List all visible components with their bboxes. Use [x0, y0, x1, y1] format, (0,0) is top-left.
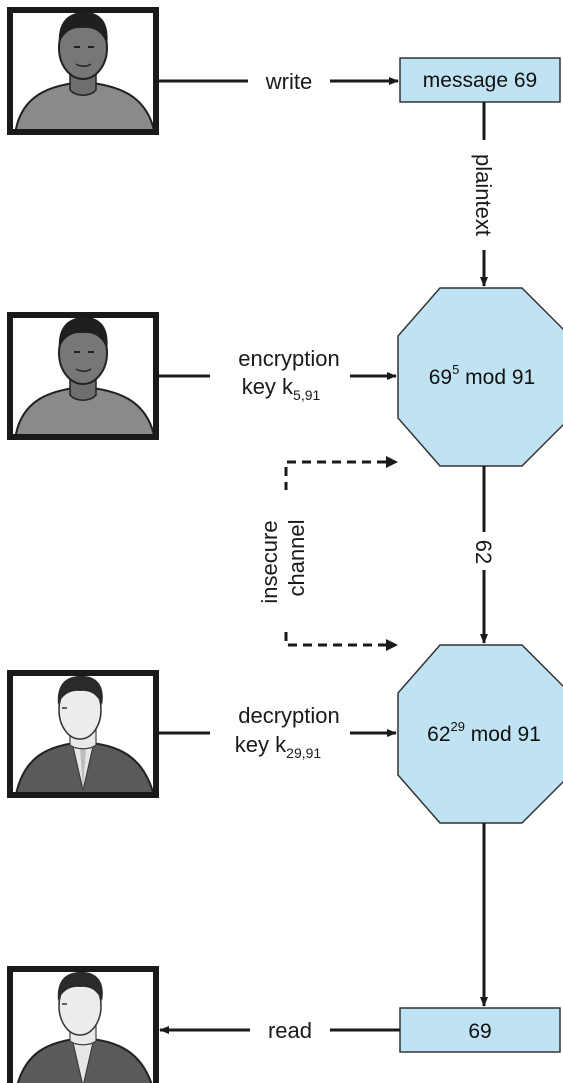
decryption-key-line1: decryption — [238, 703, 340, 728]
reader-person-icon — [7, 966, 159, 1083]
decrypt-exponent: 29 — [451, 719, 465, 734]
decryption-key-edge: decryption key k29,91 — [156, 703, 397, 761]
decrypt-node: 6229 mod 91 — [397, 644, 563, 824]
encryption-key-line1: encryption — [238, 346, 340, 371]
decryption-key-prefix: key k — [235, 732, 287, 757]
decrypt-mod: mod 91 — [465, 723, 541, 746]
read-edge: read — [159, 1018, 400, 1043]
message-label: message 69 — [423, 69, 537, 92]
read-label: read — [268, 1018, 312, 1043]
message-node: message 69 — [399, 57, 561, 103]
write-label: write — [265, 69, 312, 94]
write-edge: write — [156, 69, 399, 94]
ciphertext-edge: 62 — [471, 466, 496, 644]
decrypt-base: 62 — [427, 723, 450, 746]
decryption-key-line2: key k29,91 — [235, 732, 322, 761]
sender-person-icon — [7, 7, 159, 135]
decryption-key-sub: 29,91 — [286, 745, 321, 761]
encrypt-base: 69 — [429, 366, 452, 389]
result-node: 69 — [399, 1007, 561, 1053]
result-label: 69 — [468, 1020, 491, 1043]
channel-label: channel — [284, 519, 309, 596]
encrypt-exponent: 5 — [452, 362, 459, 377]
encryption-key-sub: 5,91 — [293, 387, 320, 403]
encryptor-person-icon — [7, 312, 159, 440]
encryption-key-prefix: key k — [242, 374, 294, 399]
encrypt-mod: mod 91 — [459, 366, 535, 389]
encryption-key-line2: key k5,91 — [242, 374, 321, 403]
decryptor-person-icon — [7, 670, 159, 798]
encrypt-formula: 695 mod 91 — [429, 362, 535, 389]
plaintext-label: plaintext — [471, 154, 496, 236]
encryption-key-edge: encryption key k5,91 — [156, 346, 397, 403]
decrypt-formula: 6229 mod 91 — [427, 719, 541, 746]
insecure-label: insecure — [257, 520, 282, 603]
insecure-channel: insecure channel — [256, 456, 398, 651]
encrypt-node: 695 mod 91 — [397, 287, 563, 467]
ciphertext-label: 62 — [471, 540, 496, 564]
plaintext-edge: plaintext — [471, 102, 496, 287]
